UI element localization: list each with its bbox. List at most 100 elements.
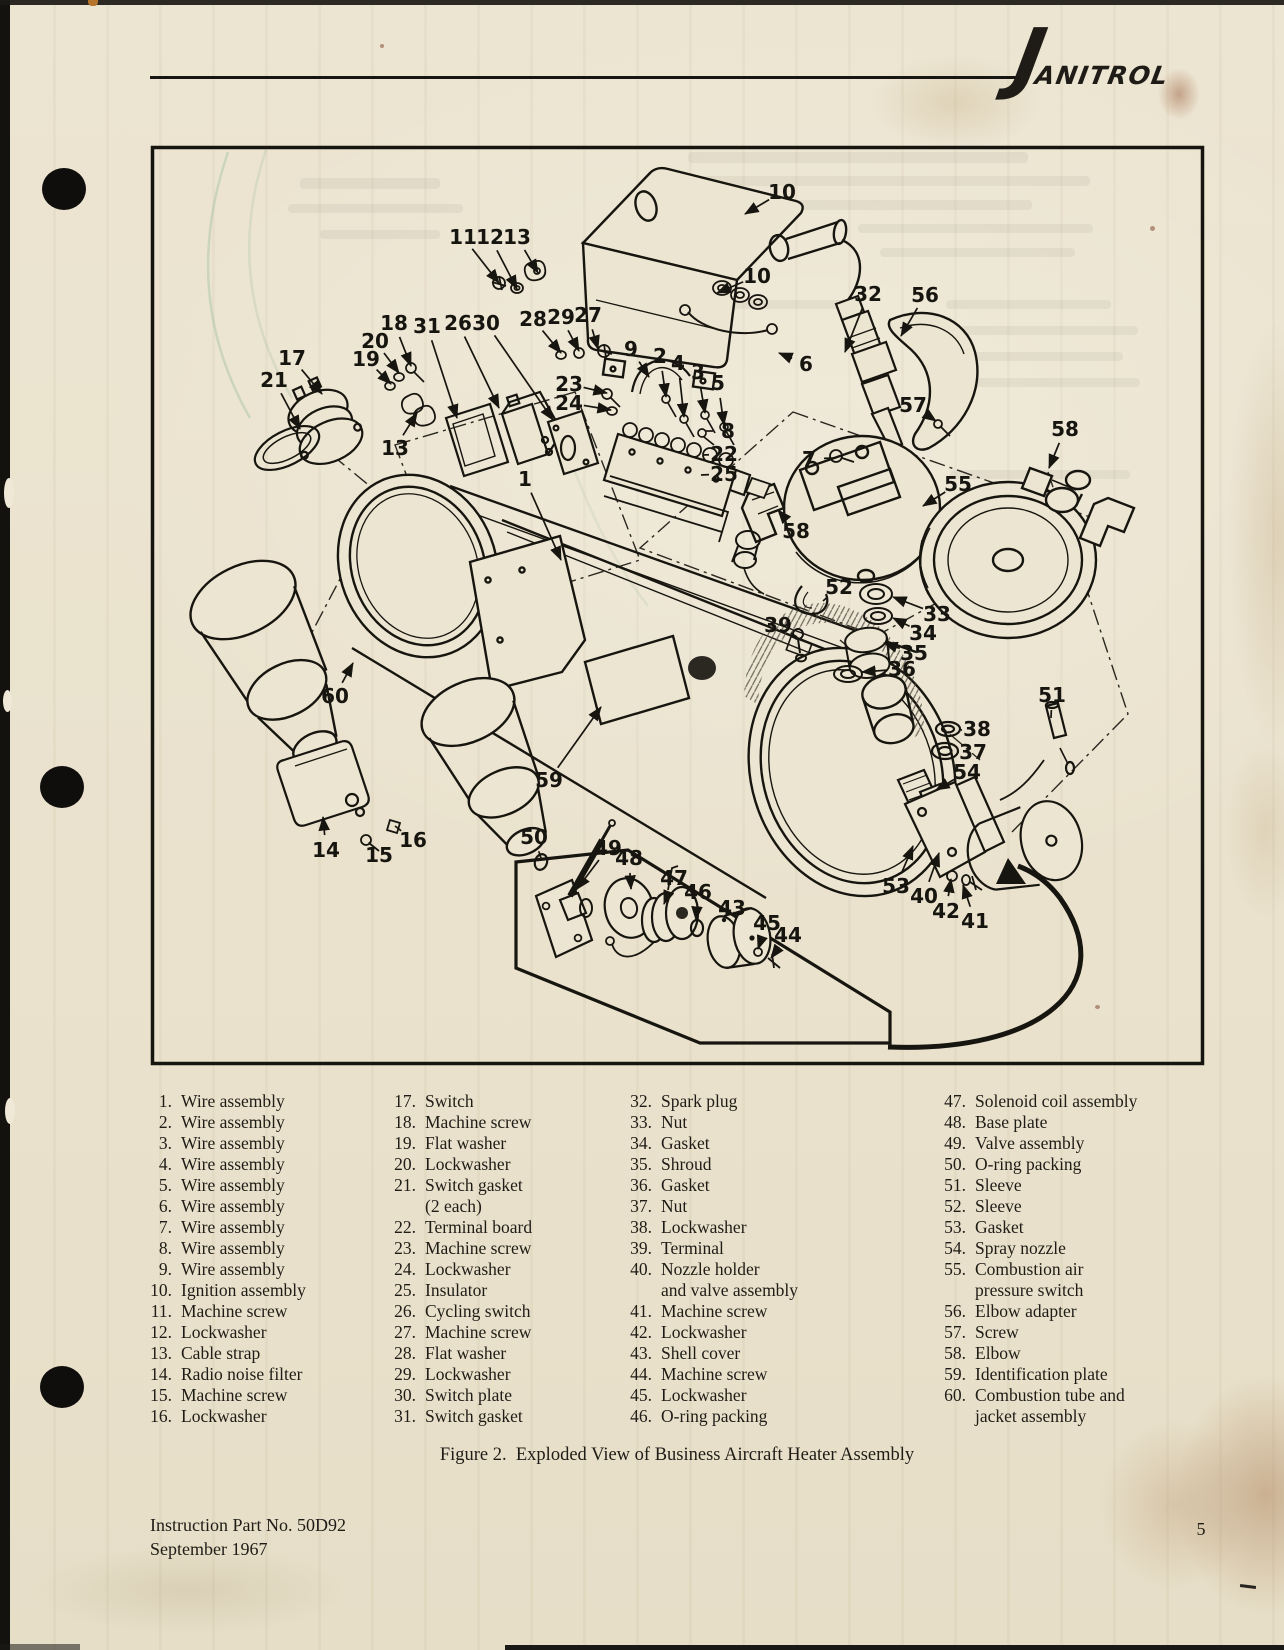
part-label: Wire assembly [181,1217,285,1237]
callout-leader [318,815,330,836]
part-label: Wire assembly [181,1154,285,1174]
callout-leader [883,641,901,653]
part-number: 60. [944,1385,966,1405]
parts-list-entry: 21.Switch gasket [386,1175,532,1196]
callout-number: 12 [476,225,504,249]
part-number: 26. [394,1301,416,1321]
parts-list-entry: 60.Combustion tube and [936,1385,1137,1406]
part-number [386,1196,416,1217]
parts-list-entry: 57.Screw [936,1322,1137,1343]
part-label: Flat washer [425,1133,507,1153]
parts-list-entry: 14.Radio noise filter [142,1364,306,1385]
doc-part-number: Instruction Part No. 50D92 [150,1515,346,1535]
callout-number: 52 [825,575,853,599]
part-label: Machine screw [661,1364,768,1384]
callout-number: 38 [963,717,991,741]
part-number: 6. [158,1196,172,1216]
callout-number: 40 [910,884,938,908]
part-number: 43. [630,1343,652,1363]
parts-list-entry: 29.Lockwasher [386,1364,532,1385]
callout-leader [523,249,539,274]
part-number: 23. [394,1238,416,1258]
callout-number: 31 [413,314,441,338]
part-number: 17. [394,1091,416,1111]
callout-leader [402,412,418,436]
part-label: Cable strap [181,1343,261,1363]
part-label: O-ring packing [661,1406,768,1426]
callout-number: 5 [711,371,725,395]
part-label: Gasket [661,1133,710,1153]
callout-number: 15 [365,843,393,867]
callout-leader [716,281,744,294]
callout-number: 1 [518,467,532,491]
part-number: 59. [944,1364,966,1384]
part-label: Gasket [975,1217,1024,1237]
part-label: and valve assembly [661,1280,799,1300]
callout-number: 60 [321,684,349,708]
part-label: Wire assembly [181,1259,285,1279]
parts-list-entry: 27.Machine screw [386,1322,532,1343]
part-label: Cycling switch [425,1301,531,1321]
paper-stain [1225,740,1284,920]
part-number: 3. [158,1133,172,1153]
parts-list-entry: 39.Terminal [622,1238,798,1259]
part-label: Lockwasher [661,1385,747,1405]
callout-leader [588,329,600,350]
parts-list-entry: 42.Lockwasher [622,1322,798,1343]
part-number: 58. [944,1343,966,1363]
callout-leader [935,778,955,791]
part-label: Machine screw [425,1112,532,1132]
part-label: Switch [425,1091,474,1111]
callout-leader [921,408,937,422]
callout-leader [892,596,924,610]
part-label: Flat washer [425,1343,507,1363]
callout-leader [530,492,562,561]
part-label: Lockwasher [425,1154,511,1174]
parts-list-entry: 15.Machine screw [142,1385,306,1406]
part-number: 42. [630,1322,652,1342]
callout-leader [778,352,794,364]
part-number: 8. [158,1238,172,1258]
parts-list-entry: 58.Elbow [936,1343,1137,1364]
callout-number: 6 [799,352,813,376]
part-number: 45. [630,1385,652,1405]
callout-leader [493,334,554,421]
callout-number: 21 [260,368,288,392]
callout-number: 23 [555,372,583,396]
callout-number: 58 [782,519,810,543]
parts-list-entry: 18.Machine screw [386,1112,532,1133]
torn-edge-notch [4,478,14,508]
part-label: Lockwasher [181,1406,267,1426]
part-number: 41. [630,1301,652,1321]
callout-leader [557,706,602,769]
callout-number: 19 [352,347,380,371]
part-number [622,1280,652,1301]
parts-list-entry: 23. Machine screw [386,1238,532,1259]
callout-number: 27 [574,303,602,327]
part-number: 22. [394,1217,416,1237]
callout-number: 9 [624,337,638,361]
part-number: 27. [394,1322,416,1342]
part-number: 32. [630,1091,652,1111]
callout-number: 49 [594,836,622,860]
callout-leader [928,852,940,883]
callout-number: 58 [1051,417,1079,441]
callout-number: 29 [547,305,575,329]
parts-list-entry: 30.Switch plate [386,1385,532,1406]
callout-number: 14 [312,838,340,862]
callout-leader [900,307,919,337]
parts-list-entry: 9.Wire assembly [142,1259,306,1280]
part-number: 21. [394,1175,416,1195]
part-label: Machine screw [425,1238,532,1258]
part-number: 20. [394,1154,416,1174]
parts-list-entry: 35.Shroud [622,1154,798,1175]
callout-leader [280,392,301,430]
callout-leader [376,369,392,385]
part-label: Wire assembly [181,1196,285,1216]
part-label: Lockwasher [181,1322,267,1342]
callout-leader [394,825,402,832]
parts-list-entry: 51.Sleeve [936,1175,1137,1196]
callout-number: 10 [768,180,796,204]
